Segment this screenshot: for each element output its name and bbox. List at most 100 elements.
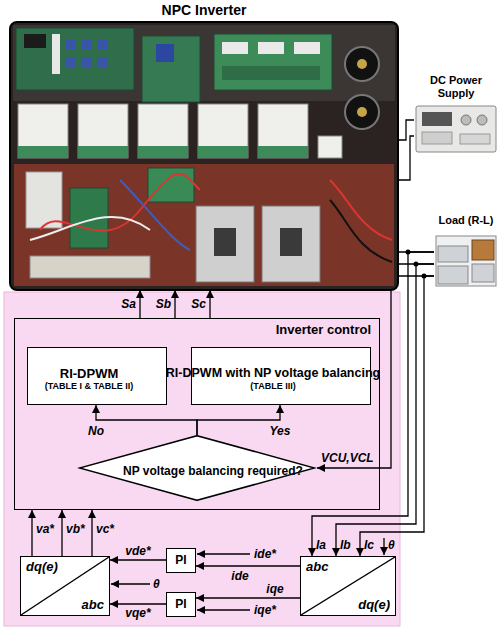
connector xyxy=(110,603,166,604)
inverter-photo-box: NPC Inverter xyxy=(10,2,398,290)
terminal-block xyxy=(26,172,62,228)
connector xyxy=(196,565,300,566)
box-text: abc xyxy=(306,560,328,574)
connector xyxy=(91,510,92,556)
connector xyxy=(174,290,175,318)
box-text: PI xyxy=(175,597,186,611)
signal-label: Ia xyxy=(316,538,326,552)
box-text: RI-DPWM with NP voltage balancing xyxy=(166,366,380,381)
supply-outputs xyxy=(460,134,490,144)
heading-text: NPC Inverter xyxy=(10,2,398,18)
switch-module xyxy=(18,104,68,158)
load-base xyxy=(436,236,496,286)
transform-box: abc dq(e) xyxy=(300,556,396,616)
breaker xyxy=(196,206,254,282)
driver-strip xyxy=(198,146,248,158)
driver-strip xyxy=(18,146,68,158)
supply-keypad xyxy=(422,132,452,144)
process-box: RI-DPWM(TABLE I & TABLE II) xyxy=(27,347,167,405)
breaker xyxy=(262,206,320,282)
transform-box: dq(e)abc xyxy=(20,556,110,616)
heading-text: Inverter control xyxy=(276,322,371,337)
wire xyxy=(120,180,190,250)
decision-diamond: NP voltage balancing required? xyxy=(77,435,317,501)
diagonal-line xyxy=(301,557,395,615)
switch-module xyxy=(78,104,128,158)
connector xyxy=(139,290,140,318)
control-board xyxy=(16,28,134,90)
sensor xyxy=(156,44,174,62)
sensor-board xyxy=(142,36,200,102)
terminal xyxy=(357,59,367,69)
driver-strip xyxy=(138,146,188,158)
connector xyxy=(197,405,280,435)
switch xyxy=(66,40,76,50)
pi-controller: PI xyxy=(166,548,196,573)
signal-label: vqe* xyxy=(125,606,150,620)
switch xyxy=(66,58,76,68)
connector xyxy=(398,120,414,140)
box-text: PI xyxy=(175,553,186,567)
signal-label: vde* xyxy=(125,544,150,558)
connector xyxy=(398,136,414,180)
signal-label: ide xyxy=(231,569,248,583)
reference-input xyxy=(197,609,250,610)
signal-label: No xyxy=(88,424,104,438)
connector xyxy=(196,597,300,598)
signal-label: Ic xyxy=(364,538,374,552)
signal-label: θ xyxy=(153,577,160,591)
heading-text: DC Power Supply xyxy=(414,74,498,99)
capacitor xyxy=(345,95,379,129)
load-photo xyxy=(436,236,496,286)
breaker-lever xyxy=(214,228,236,256)
pad xyxy=(258,42,284,54)
pad xyxy=(294,42,320,54)
signal-label: Sb xyxy=(156,297,171,311)
switch-module xyxy=(138,104,188,158)
switch xyxy=(98,40,108,50)
heading-text: Load (R-L) xyxy=(434,214,498,227)
terminal-strip xyxy=(30,256,150,278)
connector xyxy=(31,510,32,556)
power-supply: DC Power Supply xyxy=(414,74,498,154)
box-text: RI-DPWM xyxy=(60,366,119,382)
trace xyxy=(222,66,320,80)
supply-knob xyxy=(477,115,487,125)
signal-label: va* xyxy=(36,522,54,536)
box-text: dq(e) xyxy=(358,598,390,612)
switch-module xyxy=(318,136,342,158)
photo-frame xyxy=(10,22,398,290)
box-text: NP voltage balancing required? xyxy=(123,464,255,478)
box-text: (TABLE I & TABLE II) xyxy=(45,381,134,392)
control-region xyxy=(4,292,400,626)
wire xyxy=(330,180,392,240)
wire xyxy=(330,200,392,262)
switch-module xyxy=(258,104,308,158)
signal-label: θ xyxy=(388,538,395,552)
box-text: (TABLE III) xyxy=(250,381,295,392)
connector xyxy=(52,34,60,74)
switch xyxy=(98,58,108,68)
base-plate xyxy=(14,164,394,286)
breaker-lever xyxy=(280,228,302,256)
top-area xyxy=(13,25,395,101)
load: Load (R-L) xyxy=(434,214,498,288)
supply-case xyxy=(416,106,496,152)
signal-label: VCU,VCL xyxy=(321,451,374,465)
control-block: Inverter controlRI-DPWM(TABLE I & TABLE … xyxy=(14,318,380,510)
wire xyxy=(30,217,150,240)
resistor-box xyxy=(472,264,494,282)
connector xyxy=(61,510,62,556)
switch-module xyxy=(198,104,248,158)
power-supply-photo xyxy=(416,106,496,152)
chip xyxy=(24,34,46,48)
terminal xyxy=(357,107,367,117)
process-box: RI-DPWM with NP voltage balancing(TABLE … xyxy=(191,347,371,405)
diamond-text: NP voltage balancing required? xyxy=(131,461,263,475)
supply-display xyxy=(422,112,452,126)
switch xyxy=(82,40,92,50)
signal-label: Sc xyxy=(191,297,206,311)
inductor xyxy=(472,240,494,260)
